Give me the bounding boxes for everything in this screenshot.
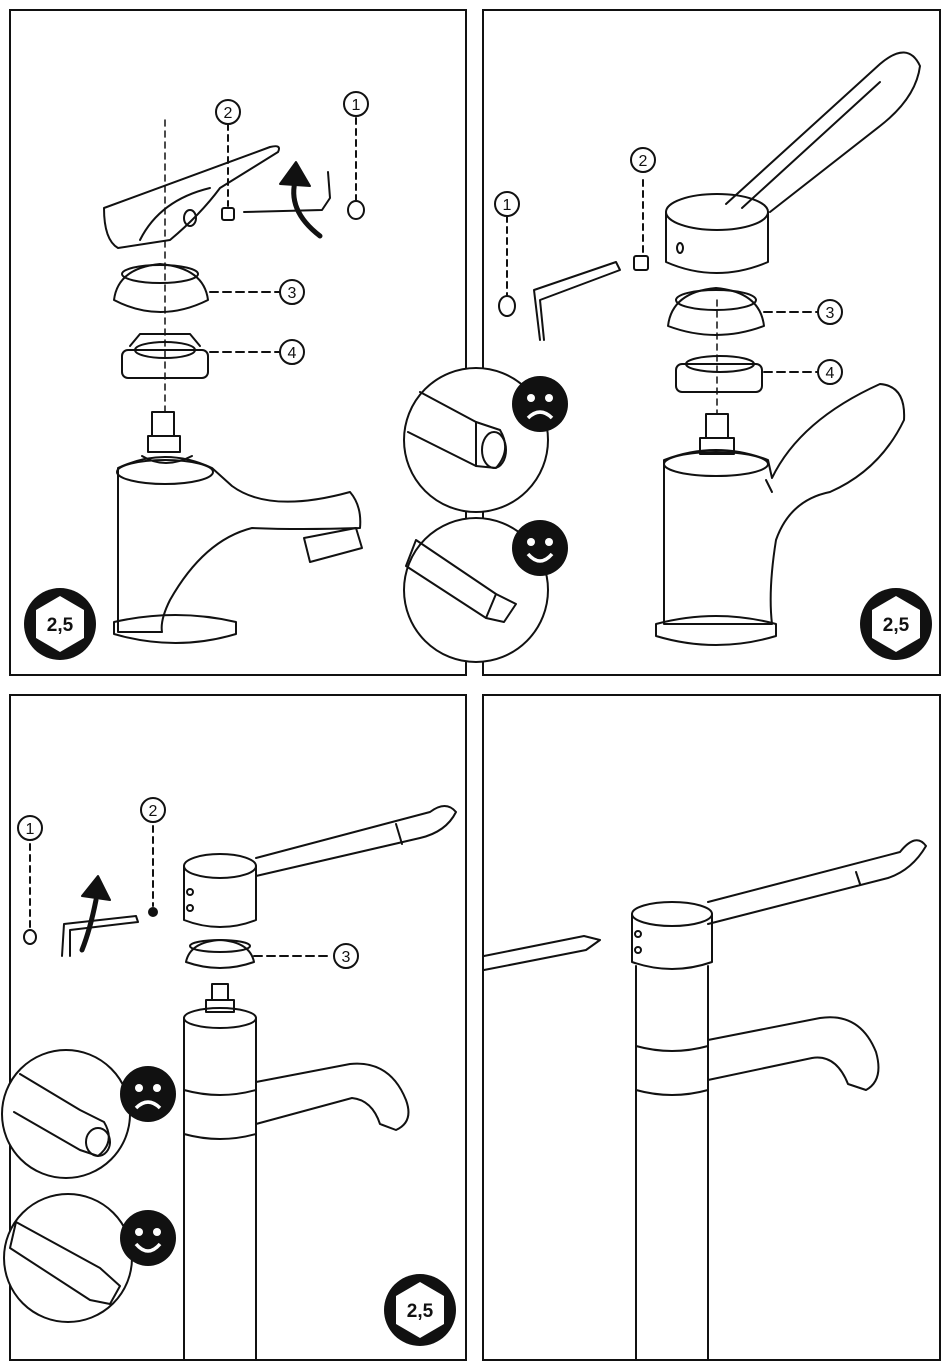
svg-text:3: 3 [826, 305, 835, 322]
sad-face-icon [120, 1066, 176, 1122]
svg-text:4: 4 [826, 365, 835, 382]
callout-1: 1 [18, 816, 42, 840]
hex-key-size-badge: 2,5 [24, 588, 96, 660]
svg-text:2,5: 2,5 [883, 615, 910, 636]
callout-4: 4 [280, 340, 304, 364]
callout-4: 4 [818, 360, 842, 384]
svg-text:1: 1 [26, 821, 35, 838]
svg-text:2: 2 [149, 803, 158, 820]
callout-3: 3 [818, 300, 842, 324]
callout-3: 3 [280, 280, 304, 304]
callout-2: 2 [216, 100, 240, 124]
bottom-left-handle-drawing [2, 806, 456, 1360]
svg-text:2: 2 [224, 105, 233, 122]
svg-text:2,5: 2,5 [407, 1301, 434, 1322]
callout-2: 2 [141, 798, 165, 822]
svg-text:2,5: 2,5 [47, 615, 74, 636]
bottom-right-faucet-drawing [484, 840, 926, 1360]
sad-face-icon [512, 376, 568, 432]
svg-text:1: 1 [352, 97, 361, 114]
hex-key-size-badge: 2,5 [860, 588, 932, 660]
happy-face-icon [120, 1210, 176, 1266]
svg-text:2: 2 [639, 153, 648, 170]
top-left-handle-drawing [104, 118, 364, 643]
svg-text:3: 3 [342, 949, 351, 966]
svg-text:4: 4 [288, 345, 297, 362]
callout-3: 3 [334, 944, 358, 968]
callout-1: 1 [495, 192, 519, 216]
hex-key-size-badge: 2,5 [384, 1274, 456, 1346]
callout-2: 2 [631, 148, 655, 172]
svg-text:3: 3 [288, 285, 297, 302]
happy-face-icon [512, 520, 568, 576]
svg-text:1: 1 [503, 197, 512, 214]
callout-1: 1 [344, 92, 368, 116]
